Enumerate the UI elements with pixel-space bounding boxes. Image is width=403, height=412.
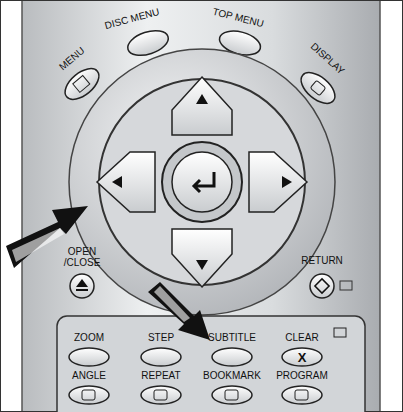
button-label: ZOOM (74, 332, 104, 343)
button-label: SUBTITLE (208, 332, 256, 343)
button-symbol: X (298, 352, 307, 363)
button-label: CLEAR (285, 332, 318, 343)
button-label: OPEN /CLOSE (62, 246, 102, 268)
button-label: RETURN (301, 255, 343, 266)
button-label: PROGRAM (276, 370, 328, 381)
button-label: ANGLE (72, 370, 106, 381)
button-label: REPEAT (141, 370, 180, 381)
button-label: STEP (148, 332, 174, 343)
button-label: BOOKMARK (203, 370, 261, 381)
